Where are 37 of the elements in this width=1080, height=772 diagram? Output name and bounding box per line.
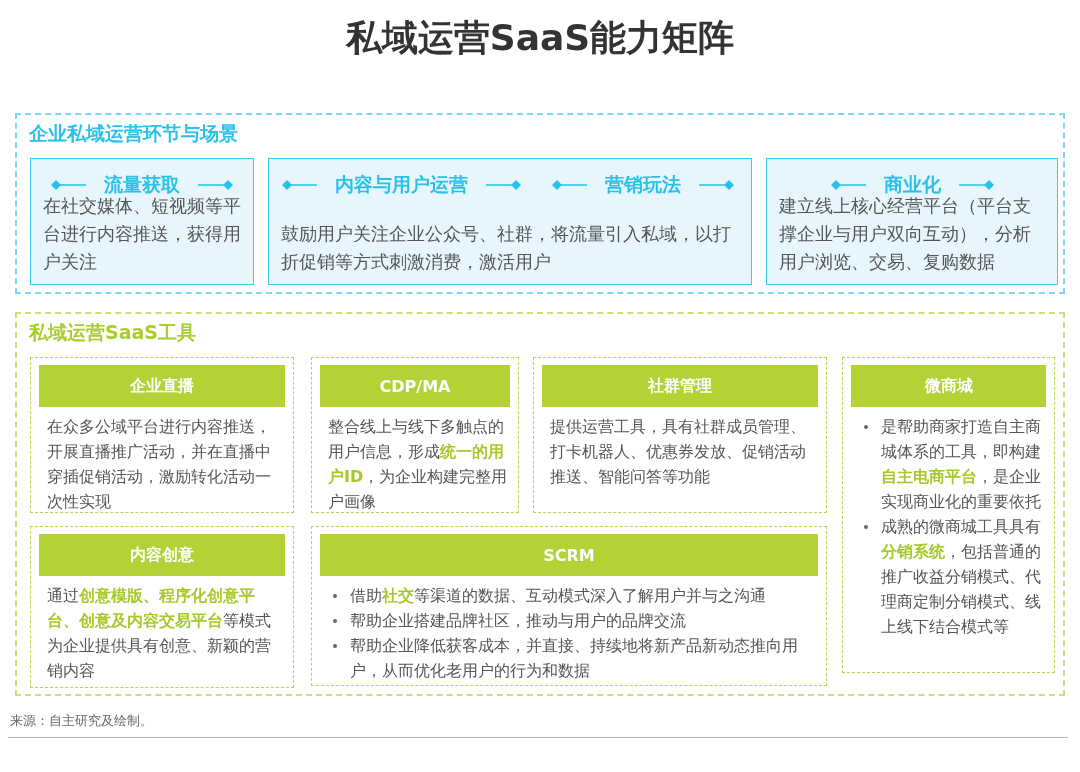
box-heading: 流量获取: [104, 172, 180, 197]
bullet-text: 成熟的微商城工具具有分销系统，包括普通的推广收益分销模式、代理商定制分销模式、线上线下结合模式等: [881, 517, 1041, 636]
card-header: 企业直播: [39, 365, 285, 407]
section-heading: 企业私域运营环节与场景: [29, 121, 238, 146]
box-heading: 内容与用户运营: [335, 172, 468, 197]
tool-card: [842, 357, 1055, 673]
tool-card: [311, 357, 519, 513]
section-heading: 私域运营SaaS工具: [29, 320, 196, 345]
box-heading: 商业化: [883, 172, 941, 197]
source-note: 来源：自主研究及绘制。: [10, 712, 153, 730]
tool-card: [311, 526, 827, 686]
card-header: 社群管理: [542, 365, 818, 407]
description-text: 鼓励用户关注企业公众号、社群，将流量引入私域，以打折促销等方式刺激消费，激活用户: [281, 223, 732, 274]
box-heading: 营销玩法: [604, 172, 681, 197]
card-header: SCRM: [320, 534, 818, 576]
bullet-text: 是帮助商家打造自主商城体系的工具，即构建自主电商平台，是企业实现商业化的重要依托: [881, 417, 1041, 511]
section-frame: [15, 312, 1065, 696]
card-header: 内容创意: [39, 534, 285, 576]
section-frame: [15, 113, 1065, 294]
description-text: 建立线上核心经营平台（平台支撑企业与用户双向互动），分析用户浏览、交易、复购数据: [779, 195, 1032, 274]
description-text: 在社交媒体、短视频等平台进行内容推送，获得用户关注: [43, 195, 242, 274]
bullet-text: 帮助企业降低获客成本，并直接、持续地将新产品新动态推向用户，从而优化老用户的行为和数据: [350, 636, 798, 680]
tool-card: [533, 357, 827, 513]
tool-card: [30, 357, 294, 513]
description-text: 通过创意模版、程序化创意平台、创意及内容交易平台等模式为企业提供具有创意、新颖的营销内容: [47, 585, 272, 682]
scene-box: [766, 158, 1058, 285]
description-text: 在众多公域平台进行内容推送，开展直播推广活动，并在直播中穿插促销活动，激励转化活动一次性实现: [47, 416, 272, 513]
scene-box: [30, 158, 254, 285]
bullet-text: 帮助企业搭建品牌社区，推动与用户的品牌交流: [350, 611, 686, 630]
description-text: 整合线上与线下多触点的用户信息，形成统一的用户ID，为企业构建完整用户画像: [328, 416, 508, 513]
card-header: CDP/MA: [320, 365, 510, 407]
scene-box: [268, 158, 752, 285]
tool-card: [30, 526, 294, 688]
title: 私域运营SaaS能力矩阵: [344, 16, 736, 60]
description-text: 提供运营工具，具有社群成员管理、打卡机器人、优惠券发放、促销活动推送、智能问答等功能: [550, 416, 807, 488]
card-header: 微商城: [851, 365, 1046, 407]
bullet-text: 借助社交等渠道的数据、互动模式深入了解用户并与之沟通: [350, 586, 766, 605]
